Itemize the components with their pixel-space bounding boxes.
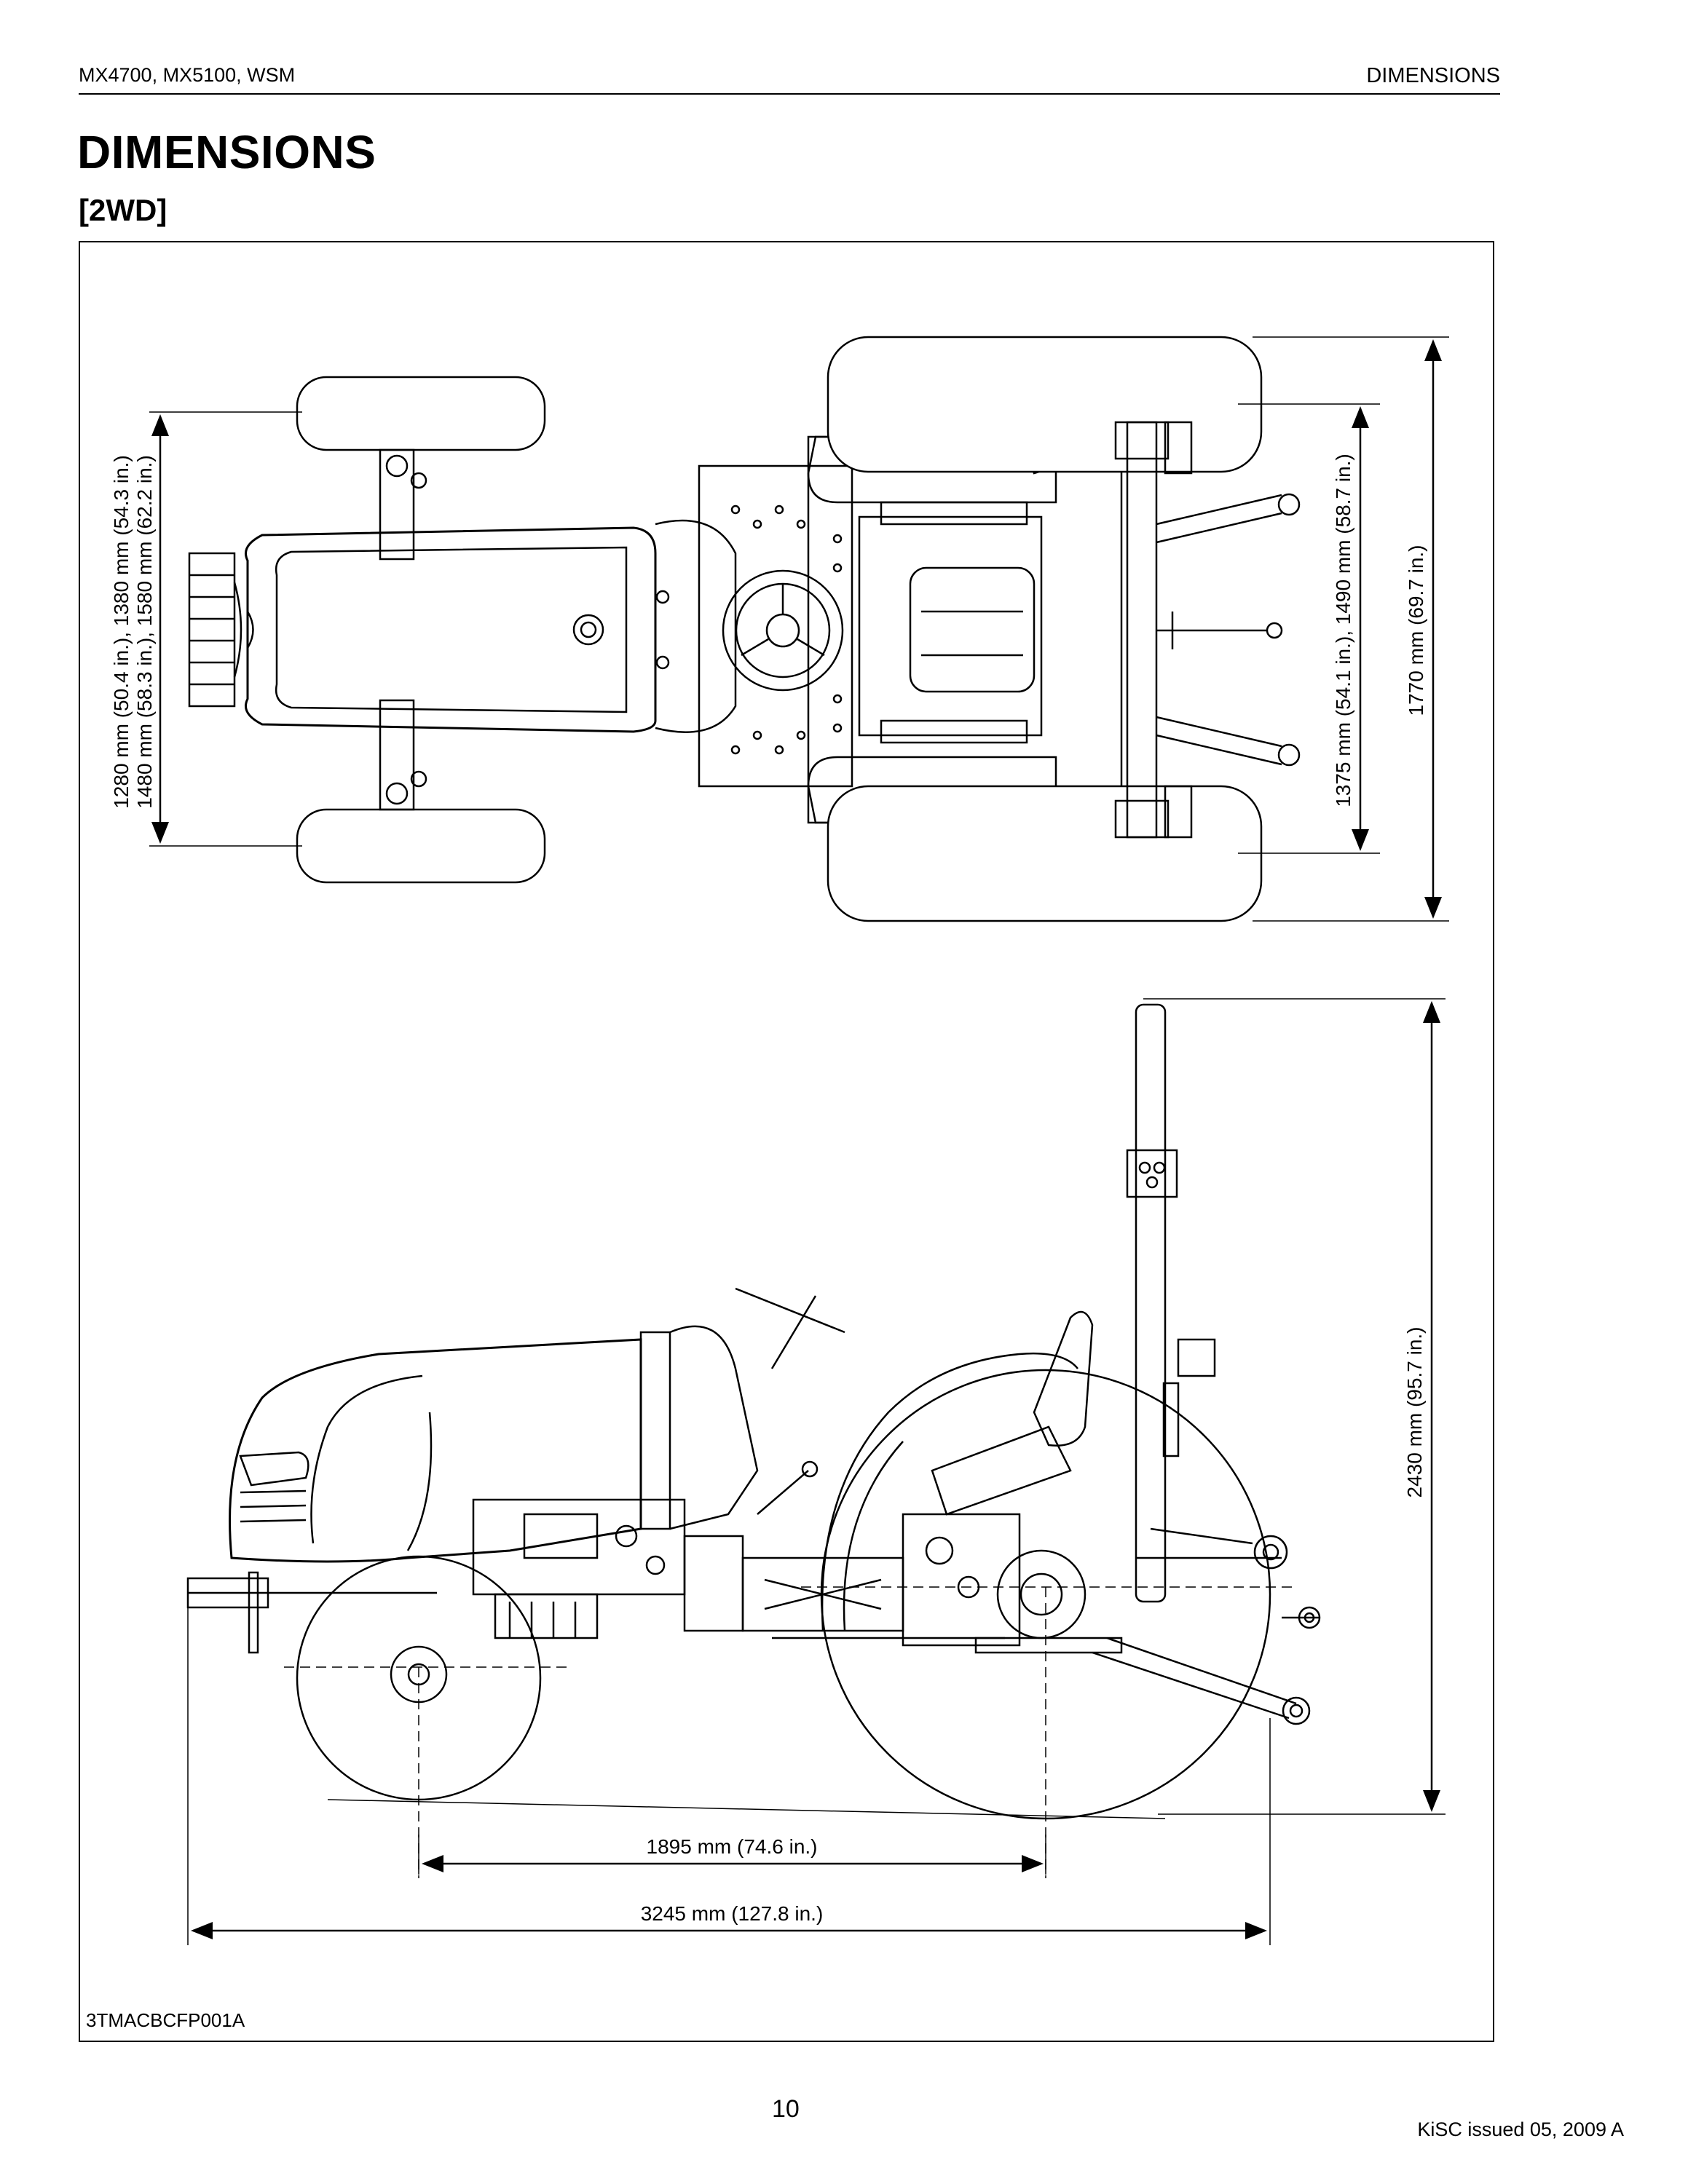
dim-overall-width-label: 1770 mm (69.7 in.): [1405, 545, 1427, 716]
issue-note: KiSC issued 05, 2009 A: [1417, 2118, 1624, 2140]
dim-wheelbase-label: 1895 mm (74.6 in.): [647, 1835, 818, 1858]
side-view-dimensions: [187, 998, 1446, 1945]
dim-rear-tread-label: 1375 mm (54.1 in.), 1490 mm (58.7 in.): [1332, 454, 1354, 807]
dim-front-tread-label-2: 1480 mm (58.3 in.), 1580 mm (62.2 in.): [133, 455, 156, 809]
page-subtitle: [2WD]: [79, 193, 167, 227]
figure-code: 3TMACBCFP001A: [86, 2009, 245, 2031]
header-model: MX4700, MX5100, WSM: [79, 64, 296, 86]
side-view-tractor: [186, 1003, 1321, 1878]
dim-overall-length-label: 3245 mm (127.8 in.): [641, 1902, 824, 1925]
top-view-tractor: [188, 336, 1301, 922]
header-section: DIMENSIONS: [1366, 64, 1500, 87]
page-title: DIMENSIONS: [77, 126, 376, 178]
dim-overall-height-label: 2430 mm (95.7 in.): [1403, 1327, 1426, 1498]
dim-front-tread-label: 1280 mm (50.4 in.), 1380 mm (54.3 in.): [110, 455, 133, 809]
page-number: 10: [772, 2095, 800, 2123]
top-view-dimensions: [149, 336, 1449, 922]
header-rule: [79, 93, 1500, 95]
figure-frame: [79, 241, 1494, 2042]
